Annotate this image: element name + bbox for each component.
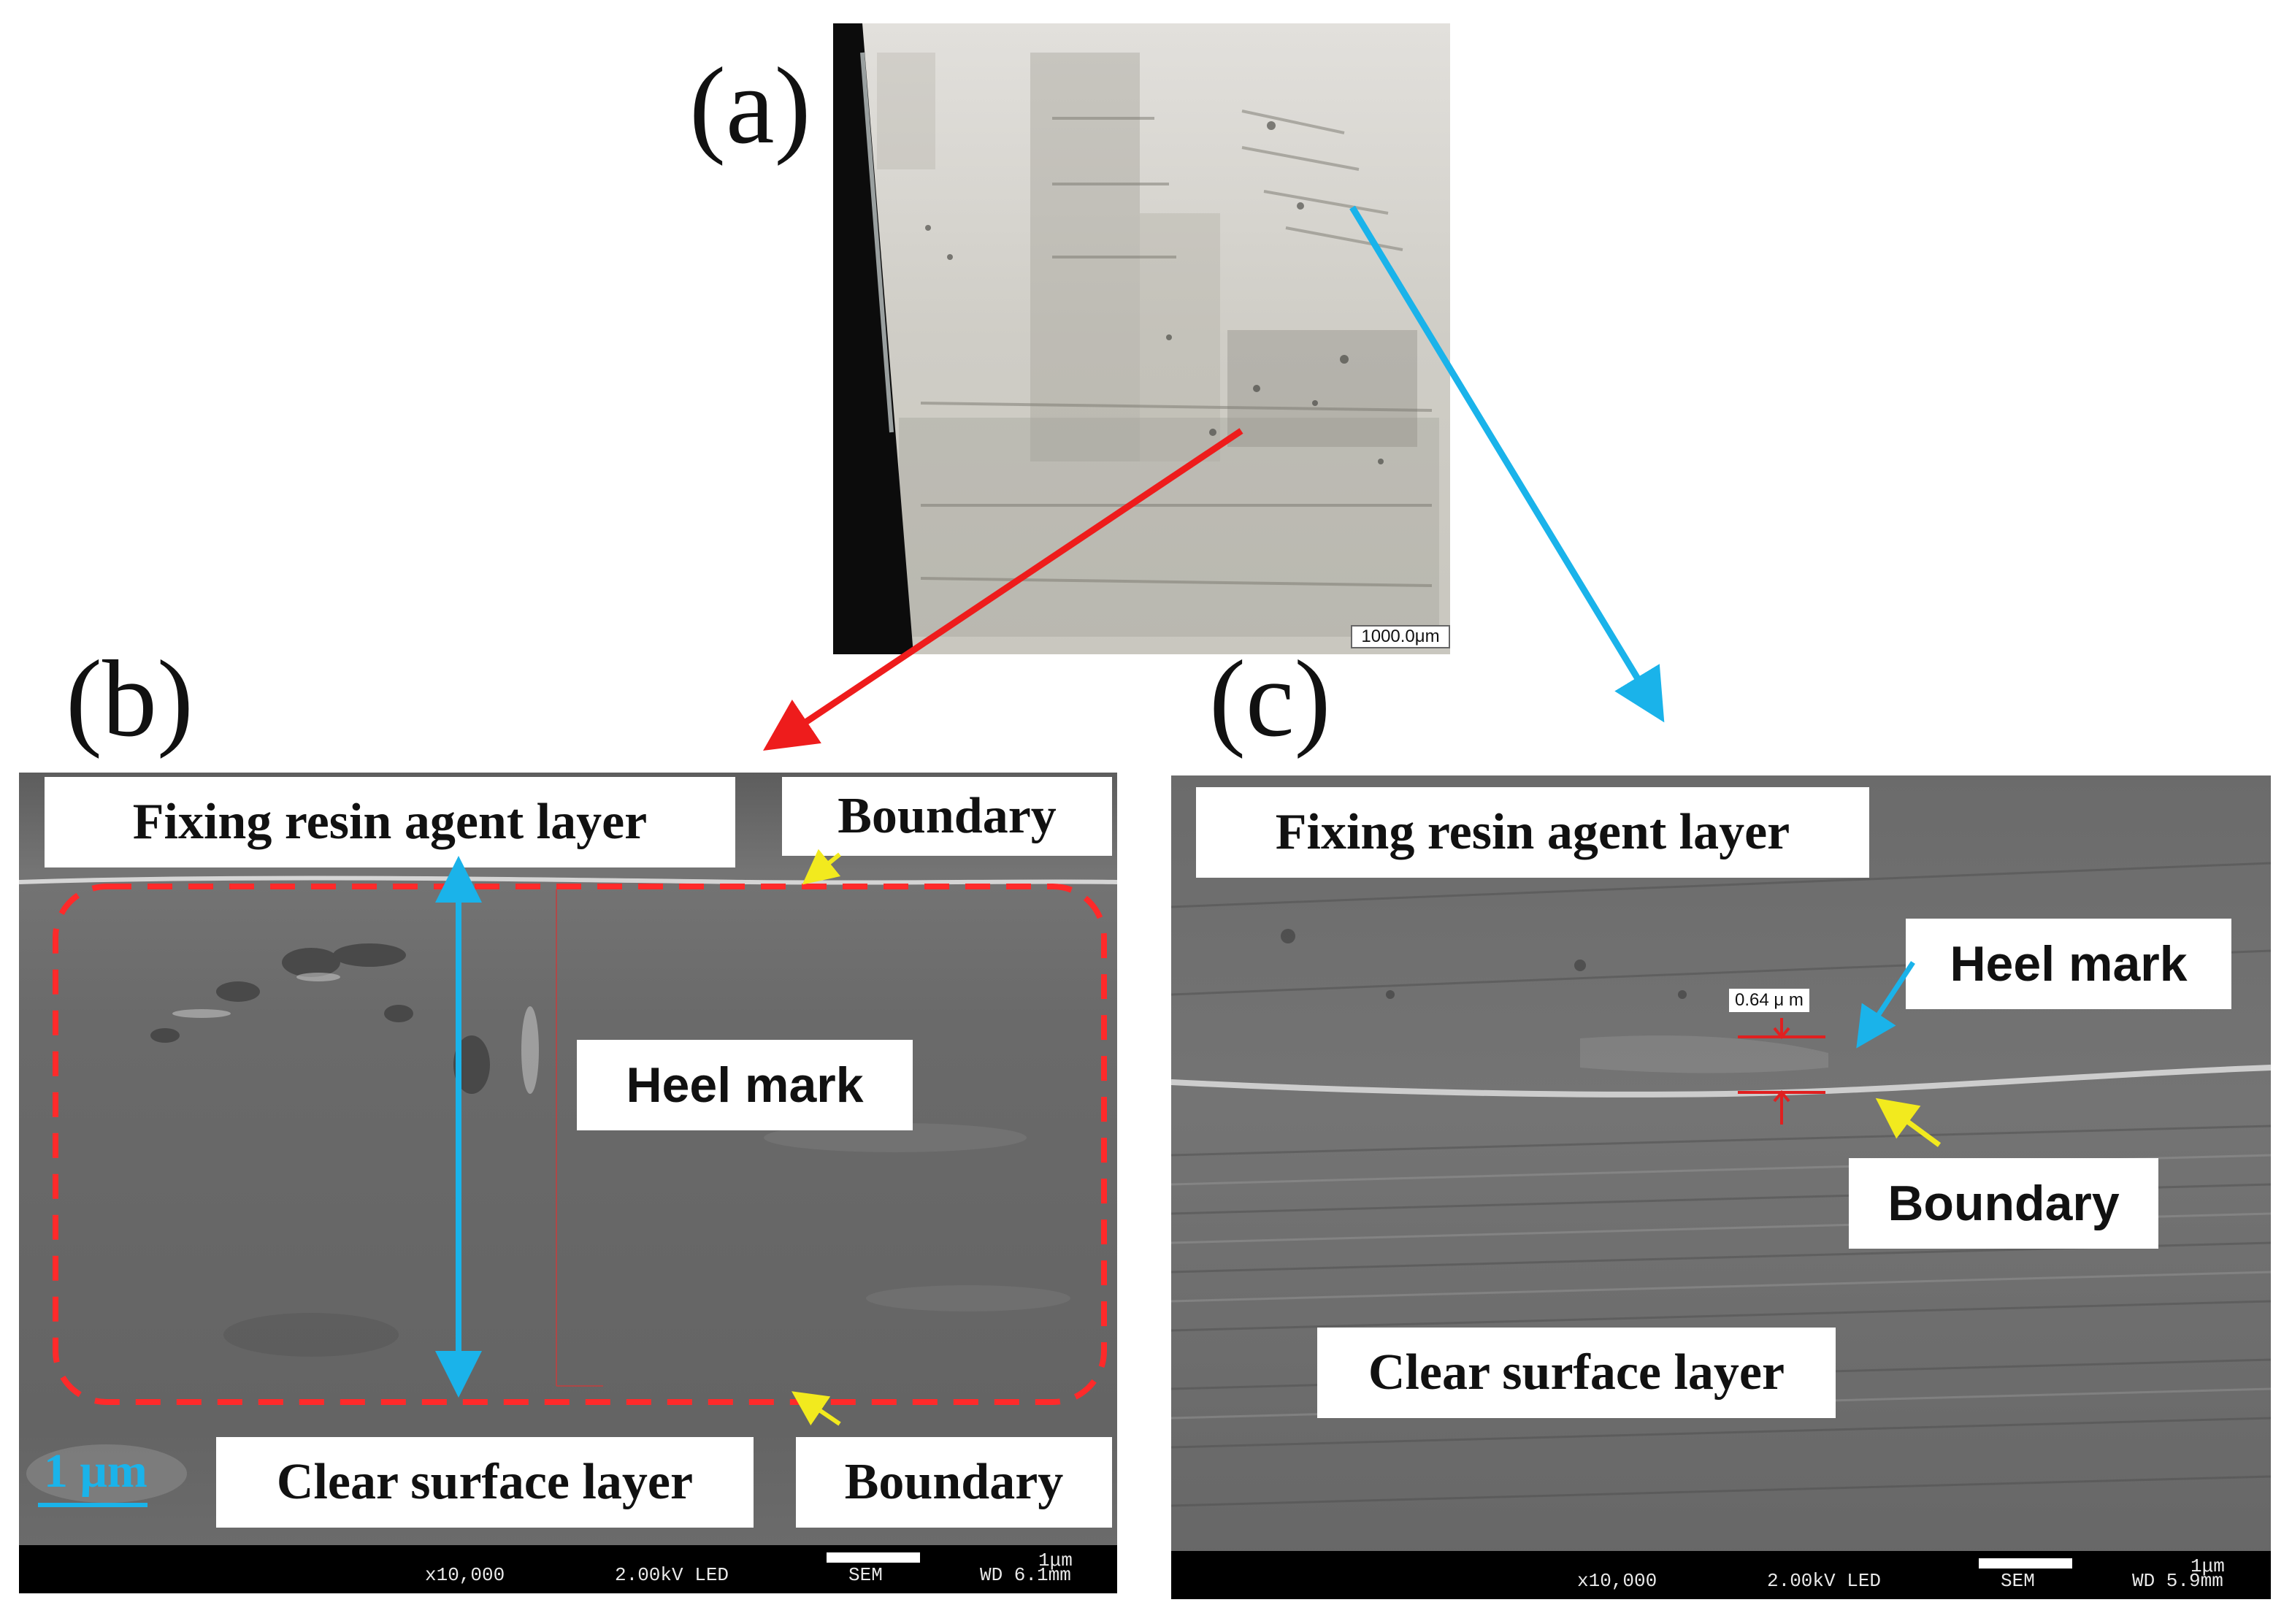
info-magnification-c: x10,000	[1577, 1570, 1657, 1592]
info-scale-c: 1μm	[2191, 1555, 2225, 1577]
info-wd-c: WD 5.9mm	[2132, 1570, 2223, 1592]
label-clear-surface-c: Clear surface layer	[1317, 1328, 1836, 1418]
label-fixing-resin-b: Fixing resin agent layer	[45, 777, 735, 867]
micrograph-texture	[833, 23, 1450, 654]
panel-b-letter: (b)	[66, 638, 193, 759]
panel-a-scale-label: 1000.0μm	[1351, 625, 1450, 648]
label-boundary-c: Boundary	[1849, 1158, 2158, 1249]
label-heel-mark-c: Heel mark	[1906, 919, 2231, 1009]
label-fixing-resin-c: Fixing resin agent layer	[1196, 787, 1869, 878]
info-magnification-b: x10,000	[425, 1564, 505, 1586]
scale-bar-c	[1979, 1558, 2072, 1569]
info-detector-c: SEM	[2001, 1570, 2035, 1592]
scale-underline-b	[38, 1503, 147, 1507]
panel-c-letter: (c)	[1209, 638, 1331, 759]
label-heel-mark-b: Heel mark	[577, 1040, 913, 1130]
panel-c-sem-image: Fixing resin agent layer Heel mark 0.64 …	[1171, 775, 2271, 1599]
scale-text-b: 1 μm	[44, 1444, 147, 1498]
label-boundary-bottom-b: Boundary	[796, 1437, 1112, 1528]
panel-a-letter: (a)	[689, 45, 811, 166]
panel-a-micrograph: 1000.0μm	[833, 23, 1450, 654]
sem-info-bar-c: 1μm x10,000 2.00kV LED SEM WD 5.9mm	[1171, 1551, 2271, 1599]
measurement-label-c: 0.64 μ m	[1729, 989, 1809, 1012]
info-scale-b: 1μm	[1038, 1550, 1073, 1571]
panel-b-sem-image: Fixing resin agent layer Boundary Heel m…	[19, 773, 1117, 1593]
label-boundary-top-b: Boundary	[782, 777, 1112, 856]
info-voltage-b: 2.00kV LED	[615, 1564, 729, 1586]
info-voltage-c: 2.00kV LED	[1767, 1570, 1882, 1592]
sem-info-bar-b: 1μm x10,000 2.00kV LED SEM WD 6.1mm	[19, 1545, 1117, 1593]
info-wd-b: WD 6.1mm	[980, 1564, 1071, 1586]
label-clear-surface-b: Clear surface layer	[216, 1437, 754, 1528]
scale-bar-b	[827, 1552, 920, 1563]
info-detector-b: SEM	[848, 1564, 883, 1586]
